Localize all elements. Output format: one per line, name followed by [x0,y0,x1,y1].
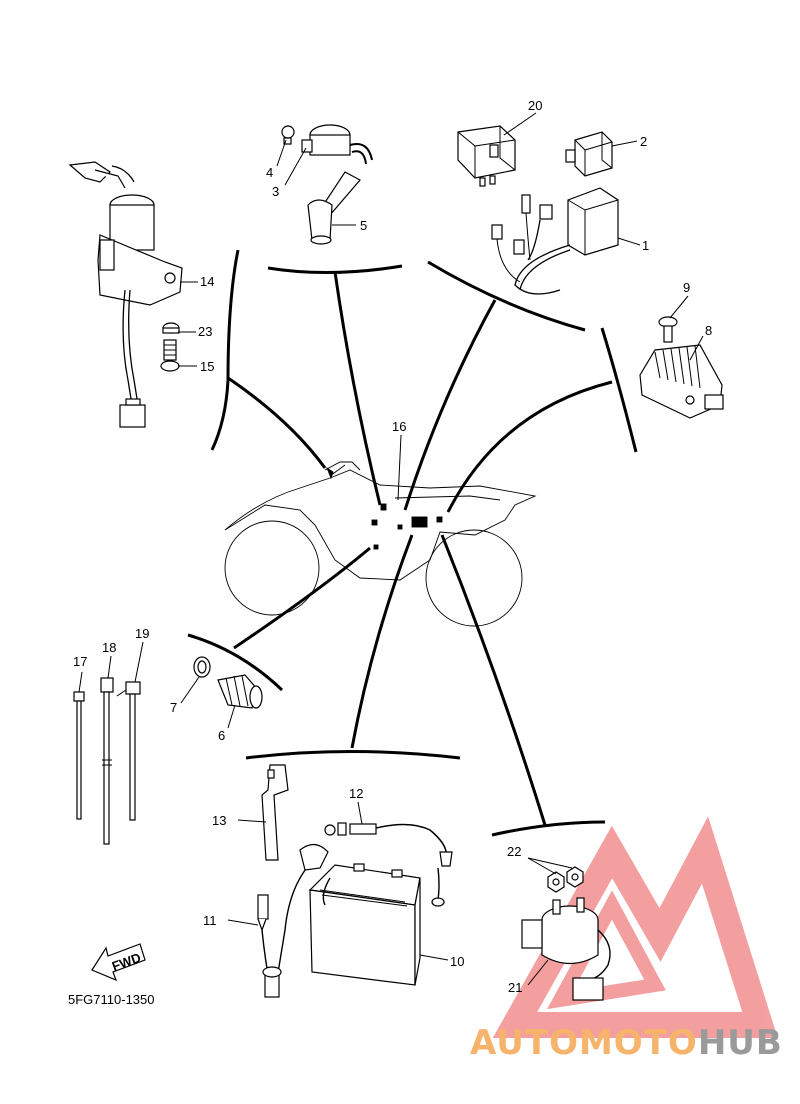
part-label-8: 8 [705,323,712,338]
battery-lead-12 [324,822,453,867]
part-label-16: 16 [392,419,406,434]
part-label-12: 12 [349,786,363,801]
battery-band-13 [261,764,289,861]
callout-lines [187,249,638,837]
part-label-2: 2 [640,134,647,149]
nuts-22 [547,866,584,893]
part-label-11: 11 [203,913,217,928]
battery-10 [308,863,445,986]
fuse-holder-lead [261,843,329,998]
rectifier-regulator-8 [639,344,724,419]
cable-tie-17 [73,691,85,820]
part-label-3: 3 [272,184,279,199]
part-label-21: 21 [508,980,522,995]
neutral-switch-6 [217,674,263,709]
ignition-coil-3 [301,124,373,165]
diagram-code: 5FG7110-1350 [68,992,155,1007]
svg-text:AUTOMOTOHUB: AUTOMOTOHUB [470,1023,783,1063]
fwd-arrow: FWD [91,943,146,982]
screw-9 [658,316,678,343]
part-label-23: 23 [198,324,212,339]
grommet-23 [162,322,180,334]
relay-2 [565,131,613,177]
part-labels: 14 23 15 4 3 5 20 2 1 9 8 16 17 18 19 7 … [73,98,712,995]
part-label-5: 5 [360,218,367,233]
part-label-13: 13 [212,813,226,828]
starter-relay-21 [521,897,611,1001]
washer-7 [193,656,211,678]
part-label-6: 6 [218,728,225,743]
part-label-10: 10 [450,954,464,969]
fuse-11 [257,894,269,932]
watermark-part2: HUB [698,1023,783,1063]
cable-tie-18 [100,677,114,845]
part-label-19: 19 [135,626,149,641]
part-label-7: 7 [170,700,177,715]
spark-plug-cap-5 [307,171,361,245]
part-label-4: 4 [266,165,273,180]
cdi-unit-1 [491,187,619,295]
part-label-22: 22 [507,844,521,859]
part-label-20: 20 [528,98,542,113]
part-label-1: 1 [642,238,649,253]
motorcycle-silhouette [224,461,537,627]
part-label-9: 9 [683,280,690,295]
cable-band-19 [116,681,141,821]
relay-20 [457,125,516,187]
watermark-part1: AUTOMOTO [470,1023,698,1063]
part-label-18: 18 [102,640,116,655]
screw-4 [281,125,295,145]
watermark-text: AUTOMOTOHUB [470,1023,783,1063]
part-label-15: 15 [200,359,214,374]
part-label-14: 14 [200,274,214,289]
leader-lines [78,112,704,986]
main-switch-ignition [68,161,183,428]
part-label-17: 17 [73,654,87,669]
bolt-15 [160,339,180,372]
